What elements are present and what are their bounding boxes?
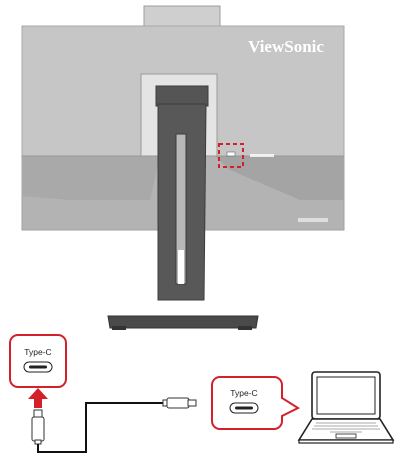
stand-hinge (155, 85, 209, 107)
port-highlight-box (218, 143, 244, 168)
laptop-port-callout: Type-C (211, 376, 301, 430)
cable-right-plug-tip (187, 399, 197, 407)
rear-logo-plate (298, 218, 328, 222)
laptop-base (297, 418, 395, 441)
monitor-bottom-bevel (22, 156, 160, 200)
monitor-top-tab (143, 5, 221, 27)
laptop-keyboard (312, 422, 380, 433)
usb-c-cable (31, 397, 197, 453)
laptop-icon (297, 371, 395, 444)
monitor-brand-text: ViewSonic (248, 37, 324, 56)
monitor-port-callout-box (9, 334, 67, 388)
laptop-screen (316, 376, 376, 415)
laptop-touchpad (335, 433, 357, 439)
cable-right-plug-body (166, 397, 190, 409)
port-highlight (218, 143, 244, 168)
monitor-port-callout-label: Type-C (24, 347, 51, 357)
rear-port-marks (250, 154, 274, 157)
monitor-bottom-bevel-right (215, 156, 344, 200)
cable-left-plug-body (31, 416, 45, 442)
monitor-port-callout: Type-C (9, 334, 67, 388)
laptop-port-callout-label: Type-C (230, 388, 257, 398)
stand-base (107, 315, 259, 329)
cable-wire (37, 402, 166, 453)
insert-arrow-icon (28, 388, 48, 408)
monitor-stand (107, 85, 259, 330)
